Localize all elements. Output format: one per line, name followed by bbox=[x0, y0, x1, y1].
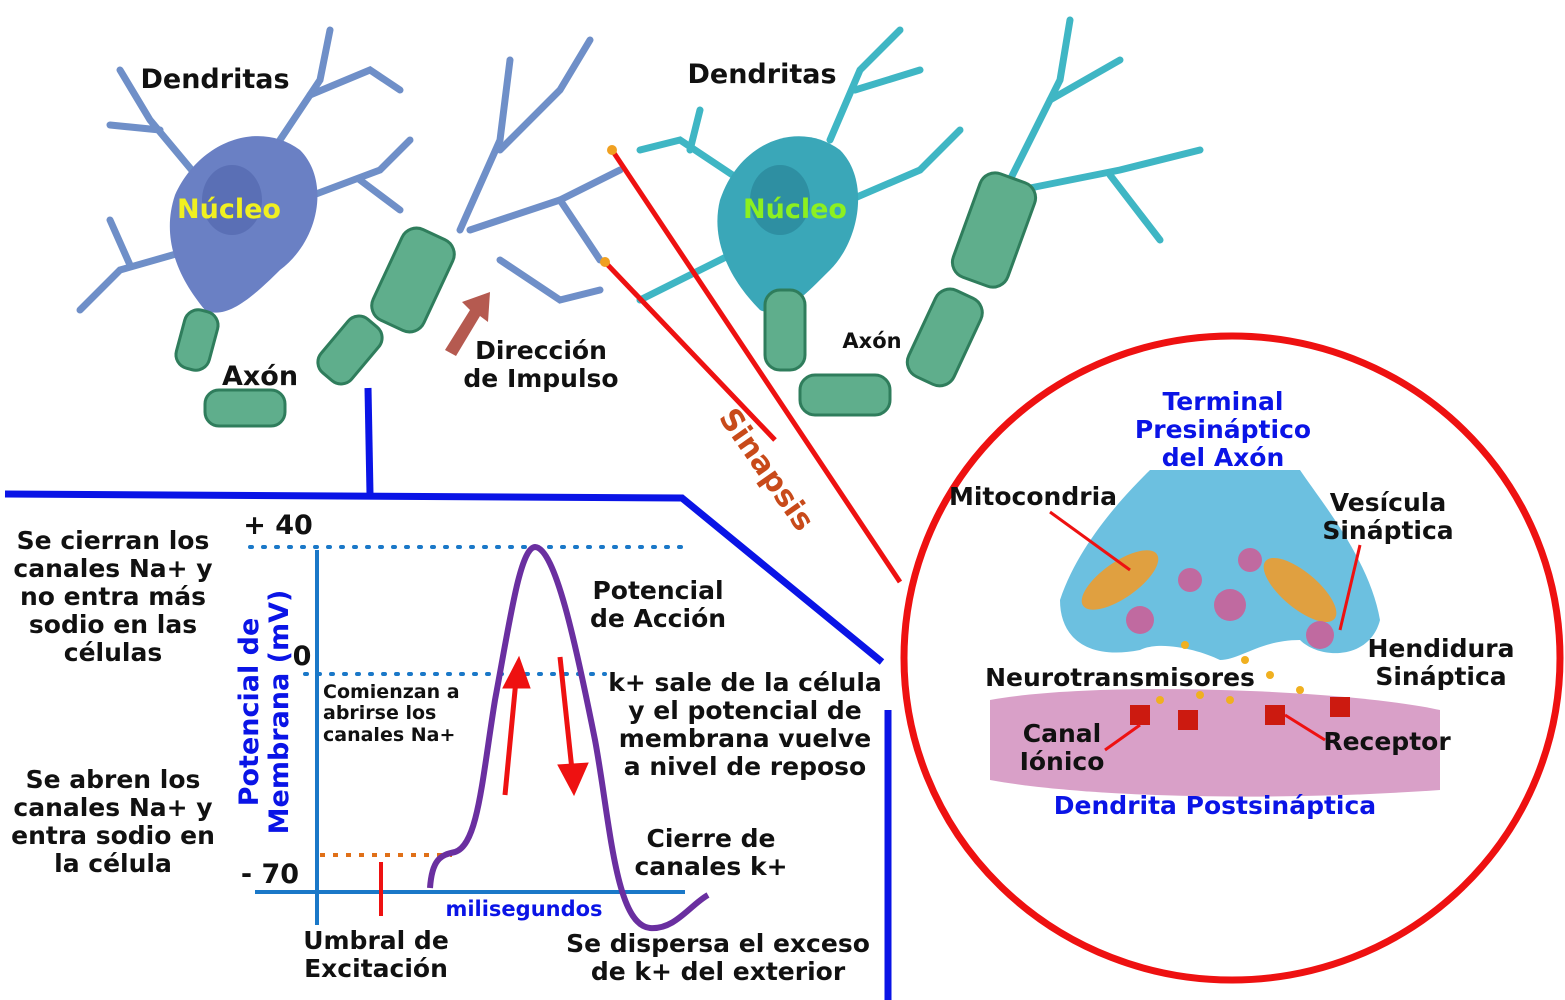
threshold-label: Umbral de Excitación bbox=[303, 926, 449, 983]
synapse-detail-graphic bbox=[900, 332, 1564, 984]
action-potential-label: Potencial de Acción bbox=[589, 576, 727, 633]
na-open-label: Comienzan a abrirse los canales Na+ bbox=[323, 681, 460, 746]
right-axon-label: Axón bbox=[842, 329, 902, 354]
action-potential-curve bbox=[427, 543, 710, 932]
y-axis-label: Potencial de Membrana (mV) bbox=[233, 589, 295, 835]
right-nucleus-label: Núcleo bbox=[743, 193, 847, 225]
cleft-label: Hendidura Sináptica bbox=[1367, 634, 1515, 691]
impulse-arrow-icon bbox=[445, 292, 490, 356]
mitochondria-label: Mitocondria bbox=[948, 482, 1118, 511]
tick-zero: 0 bbox=[292, 640, 312, 672]
close-na-note: Se cierran los canales Na+ y no entra má… bbox=[13, 526, 213, 667]
postsynaptic-label: Dendrita Postsináptica bbox=[1053, 791, 1377, 820]
k-out-label: k+ sale de la célula y el potencial de m… bbox=[608, 668, 882, 781]
fall-arrow-icon bbox=[557, 656, 575, 771]
k-close-label: Cierre de canales k+ bbox=[634, 824, 788, 881]
rise-arrow-icon bbox=[502, 679, 519, 796]
presynaptic-terminal-title: Terminal Presináptico del Axón bbox=[1134, 387, 1312, 472]
open-na-note: Se abren los canales Na+ y entra sodio e… bbox=[11, 765, 215, 878]
left-neuron bbox=[76, 26, 624, 428]
left-nucleus-label: Núcleo bbox=[177, 193, 281, 225]
synapse-pointer-lines bbox=[603, 148, 903, 584]
neurotransmitters-label: Neurotransmisores bbox=[985, 663, 1255, 692]
dispersal-label: Se dispersa el exceso de k+ del exterior bbox=[566, 929, 870, 986]
ion-channel-label: Canal Iónico bbox=[1019, 719, 1105, 776]
synapse-zoom-circle bbox=[900, 332, 1564, 984]
x-axis-label: milisegundos bbox=[445, 897, 603, 922]
right-dendrites-label: Dendritas bbox=[687, 58, 837, 90]
left-axon-label: Axón bbox=[221, 360, 299, 392]
impulse-direction-label: Dirección de Impulso bbox=[463, 336, 619, 393]
vesicle-label: Vesícula Sináptica bbox=[1322, 488, 1454, 545]
left-dendrites-label: Dendritas bbox=[140, 63, 290, 95]
callout-lines bbox=[4, 387, 892, 1000]
tick-plus40: + 40 bbox=[243, 509, 313, 541]
right-neuron bbox=[636, 16, 1204, 417]
action-potential-graph bbox=[248, 543, 710, 932]
tick-minus70: - 70 bbox=[240, 858, 300, 890]
receptor-label: Receptor bbox=[1323, 727, 1451, 756]
